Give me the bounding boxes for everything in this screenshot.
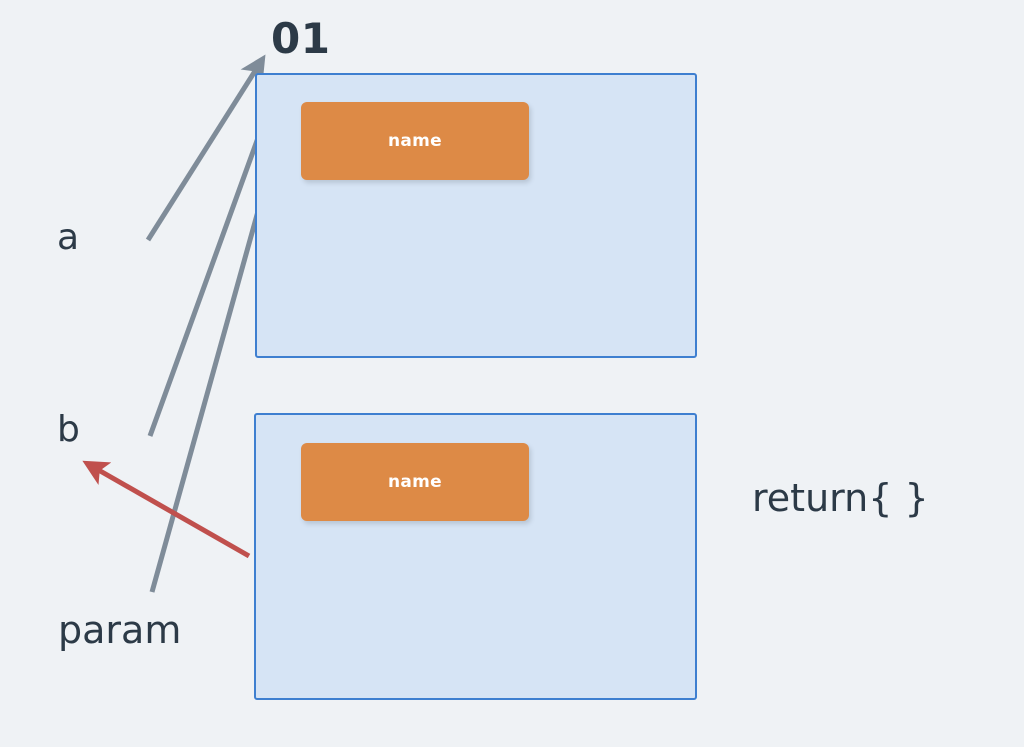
annotation-label-param: param — [58, 608, 182, 652]
name-chip-top[interactable]: name — [301, 102, 529, 180]
step-number-label: 01 — [271, 14, 331, 63]
annotation-label-return: return{ } — [752, 476, 929, 520]
name-chip-bottom-label: name — [387, 472, 443, 492]
arrow-a-to-block-top-left — [145, 54, 266, 242]
annotation-label-b: b — [57, 409, 80, 450]
name-chip-top-label: name — [387, 131, 443, 151]
annotation-label-a: a — [57, 217, 80, 258]
arrow-block2-to-b — [82, 460, 251, 559]
name-chip-bottom[interactable]: name — [301, 443, 529, 521]
